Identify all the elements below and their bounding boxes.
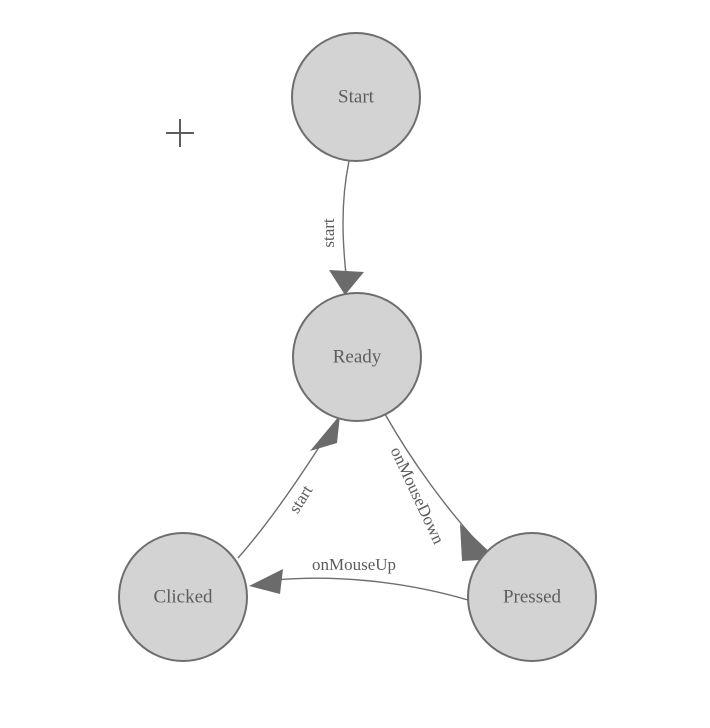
node-ready-circle[interactable]	[292, 292, 422, 422]
edge-ready-to-pressed[interactable]: onMouseDown	[384, 413, 497, 561]
crosshair-icon	[166, 119, 194, 147]
node-start-circle[interactable]	[291, 32, 421, 162]
edge-clicked-to-ready-path	[237, 440, 324, 559]
edge-clicked-to-ready-label: start	[285, 481, 317, 516]
node-pressed[interactable]: Pressed	[467, 532, 597, 662]
edge-clicked-to-ready[interactable]: start	[237, 415, 340, 559]
node-clicked-circle[interactable]	[118, 532, 248, 662]
edge-pressed-to-clicked-path	[274, 577, 469, 601]
node-pressed-circle[interactable]	[467, 532, 597, 662]
edge-pressed-to-clicked-label: onMouseUp	[312, 555, 396, 574]
edge-start-to-ready-path	[342, 160, 350, 276]
edge-start-to-ready-label: start	[319, 218, 338, 248]
edge-pressed-to-clicked[interactable]: onMouseUp	[249, 555, 469, 601]
edge-start-to-ready[interactable]: start	[319, 160, 364, 295]
edge-pressed-to-clicked-arrowhead	[249, 569, 283, 594]
edge-ready-to-pressed-path	[384, 413, 480, 545]
edge-start-to-ready-arrowhead	[329, 270, 364, 295]
node-start[interactable]: Start	[291, 32, 421, 162]
node-clicked[interactable]: Clicked	[118, 532, 248, 662]
node-ready[interactable]: Ready	[292, 292, 422, 422]
edge-clicked-to-ready-arrowhead	[310, 415, 340, 451]
